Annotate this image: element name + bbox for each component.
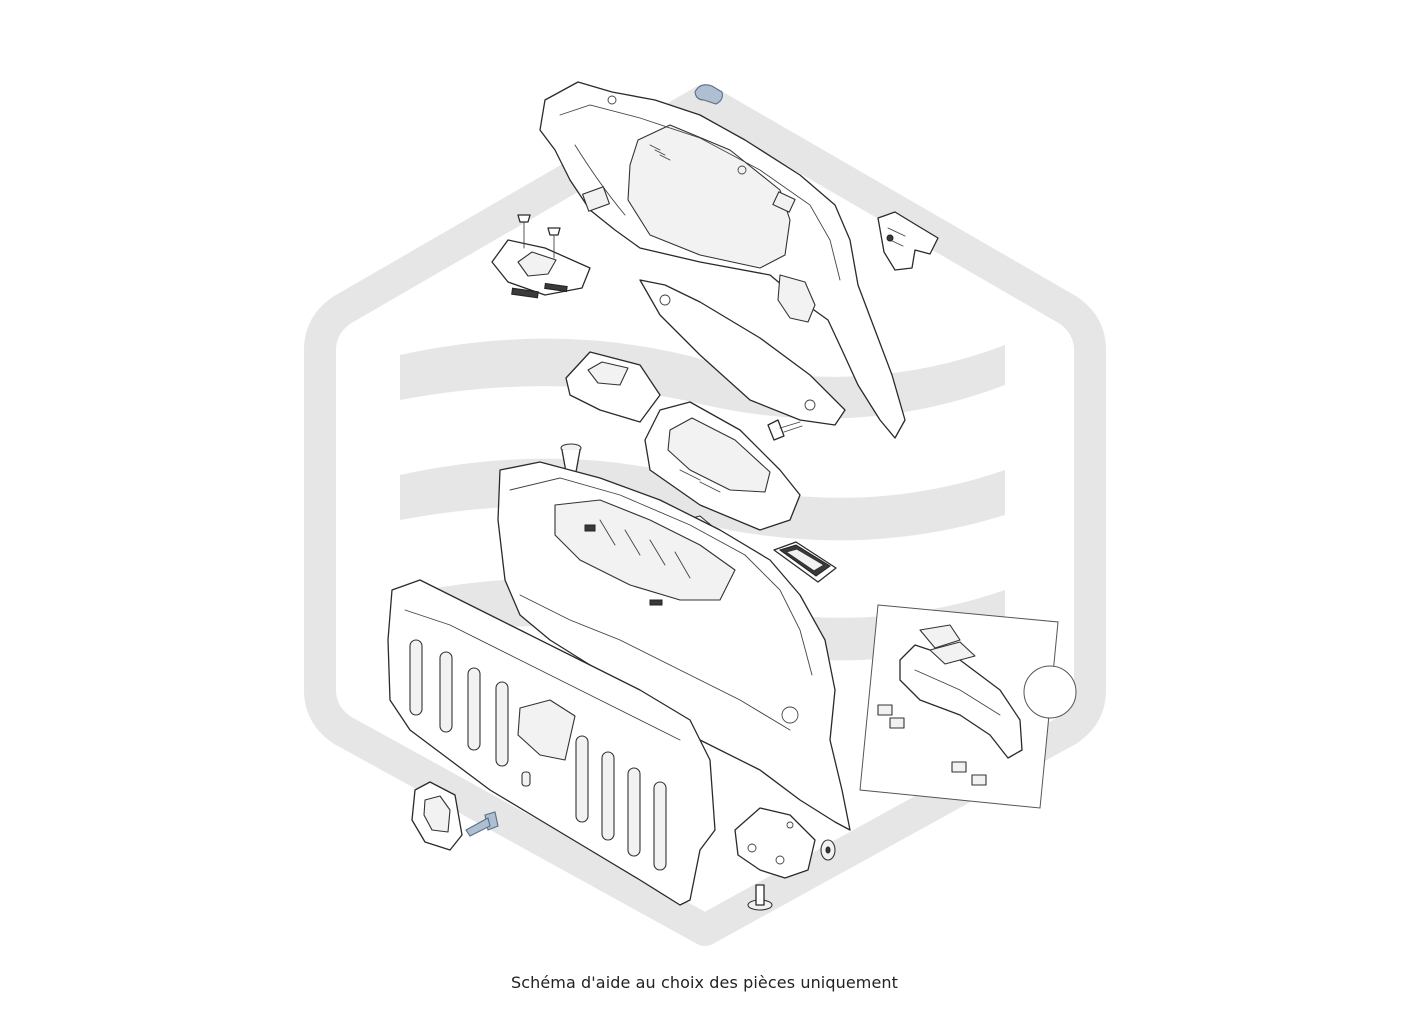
cover-plate <box>565 351 661 423</box>
vent-slots <box>409 639 667 871</box>
handle-bezel <box>411 781 463 851</box>
lamp-lens <box>773 541 837 583</box>
upper-tailgate-trim-panel <box>539 81 906 439</box>
trim-strip <box>639 279 846 426</box>
inset-detail-panel <box>859 604 1059 809</box>
inner-tailgate-panel <box>497 461 851 831</box>
circle-callout-icon <box>1023 665 1077 719</box>
fastening-screw <box>465 811 499 837</box>
washer <box>820 839 836 861</box>
retaining-clip <box>694 84 723 105</box>
lower-trim-panel-with-vents <box>387 579 716 906</box>
bolt <box>747 884 773 911</box>
hinge-bracket <box>877 211 939 271</box>
screw <box>767 419 803 441</box>
diagram-caption: Schéma d'aide au choix des pièces unique… <box>510 973 899 992</box>
lower-hinge-bracket <box>734 807 816 879</box>
latch-plate-with-screws <box>491 214 591 299</box>
handle-housing <box>644 401 801 531</box>
